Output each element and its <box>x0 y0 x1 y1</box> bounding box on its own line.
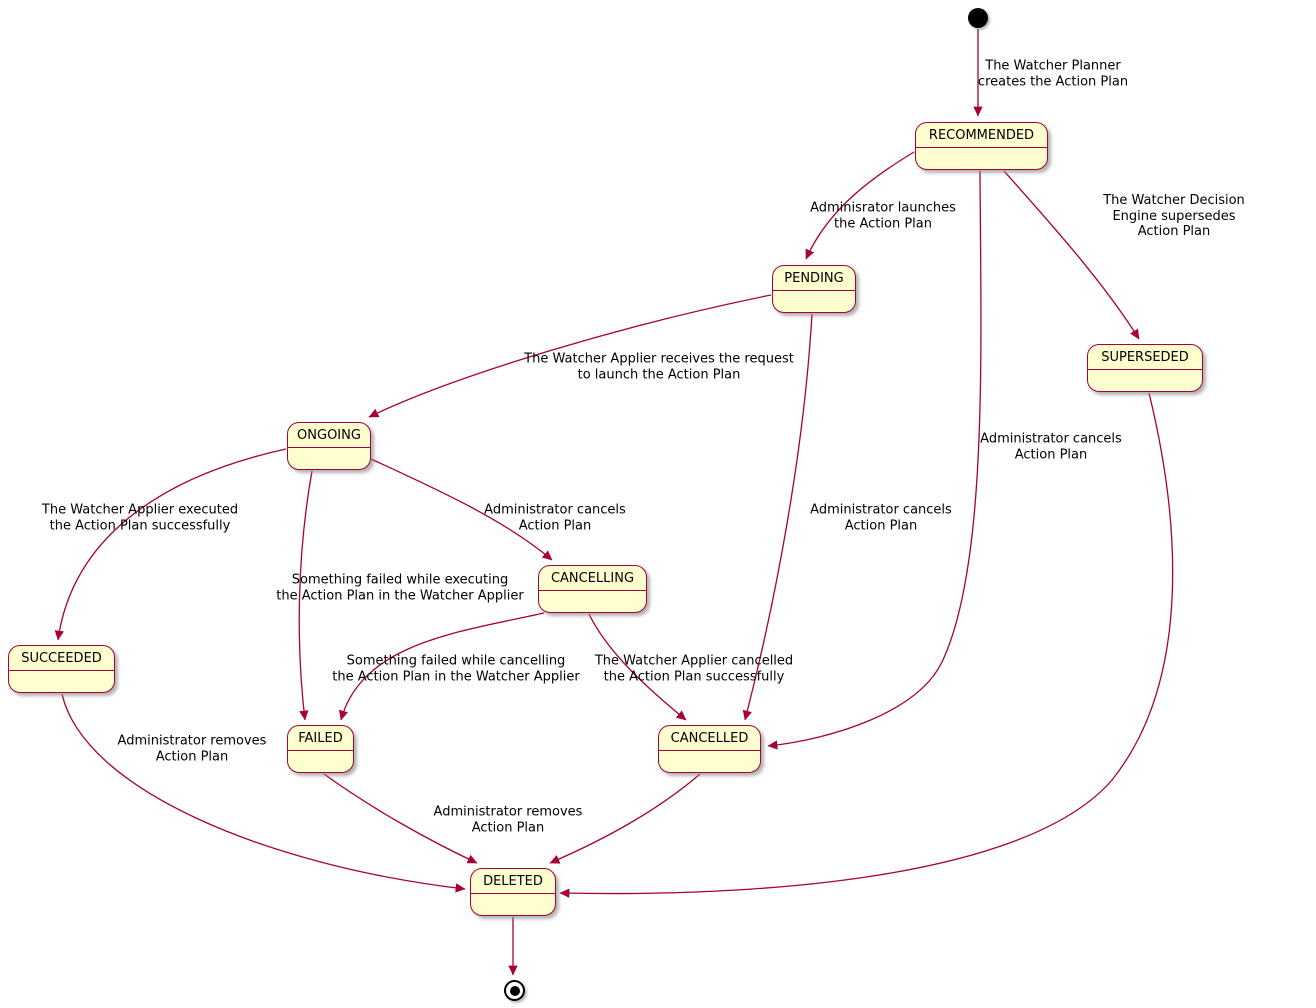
edge-cancelled-deleted <box>549 773 701 864</box>
state-succeeded-body <box>9 671 114 692</box>
edge-ongoing-succeeded <box>54 448 287 641</box>
edge-label-initial-recommended: The Watcher Planner creates the Action P… <box>977 58 1129 90</box>
edge-ongoing-cancelling <box>370 458 553 561</box>
state-cancelled-body <box>659 751 760 772</box>
state-succeeded: SUCCEEDED <box>8 645 115 693</box>
edge-ongoing-failed <box>298 470 313 721</box>
edge-label-cancelling-failed: Something failed while cancelling the Ac… <box>332 653 580 685</box>
state-superseded-label: SUPERSEDED <box>1088 345 1202 370</box>
state-failed-label: FAILED <box>288 726 353 751</box>
state-recommended: RECOMMENDED <box>915 122 1048 170</box>
state-ongoing-label: ONGOING <box>288 423 370 448</box>
edge-pending-cancelled <box>742 313 813 721</box>
edge-pending-ongoing <box>368 294 772 418</box>
edge-cancelling-failed <box>338 612 545 721</box>
state-pending-body <box>773 291 855 312</box>
initial-state-node <box>968 8 988 28</box>
edge-label-pending-ongoing: The Watcher Applier receives the request… <box>524 351 794 383</box>
edge-label-ongoing-succeeded: The Watcher Applier executed the Action … <box>41 502 239 534</box>
edge-superseded-deleted <box>559 392 1174 898</box>
state-cancelled: CANCELLED <box>658 725 761 773</box>
state-cancelling-label: CANCELLING <box>539 566 646 591</box>
edge-recommended-pending <box>805 151 915 260</box>
state-deleted-label: DELETED <box>471 869 555 894</box>
state-deleted-body <box>471 894 555 915</box>
edge-recommended-cancelled <box>767 170 982 750</box>
state-recommended-label: RECOMMENDED <box>916 123 1047 148</box>
edge-label-succeeded-deleted: Administrator removes Action Plan <box>117 733 267 765</box>
state-cancelling-body <box>539 591 646 612</box>
edge-label-ongoing-cancelling: Administrator cancels Action Plan <box>484 502 626 534</box>
state-recommended-body <box>916 148 1047 169</box>
state-superseded-body <box>1088 370 1202 391</box>
edge-label-recommended-superseded: The Watcher Decision Engine supersedes A… <box>1103 192 1245 239</box>
state-succeeded-label: SUCCEEDED <box>9 646 114 671</box>
state-cancelling: CANCELLING <box>538 565 647 613</box>
edge-recommended-superseded <box>1003 170 1140 340</box>
edge-failed-deleted <box>323 773 478 864</box>
state-cancelled-label: CANCELLED <box>659 726 760 751</box>
state-ongoing-body <box>288 448 370 469</box>
edge-cancelling-cancelled <box>588 613 687 721</box>
edge-label-failed-deleted: Administrator removes Action Plan <box>433 804 583 836</box>
final-state-node <box>504 980 525 1001</box>
state-pending: PENDING <box>772 265 856 313</box>
edge-label-pending-cancelled: Administrator cancels Action Plan <box>810 502 952 534</box>
edge-label-ongoing-failed: Something failed while executing the Act… <box>276 572 524 604</box>
state-pending-label: PENDING <box>773 266 855 291</box>
edge-succeeded-deleted <box>61 693 466 893</box>
state-superseded: SUPERSEDED <box>1087 344 1203 392</box>
edge-label-recommended-pending: Adminisrator launches the Action Plan <box>810 200 956 232</box>
edge-label-recommended-cancelled: Administrator cancels Action Plan <box>980 431 1122 463</box>
state-failed: FAILED <box>287 725 354 773</box>
state-deleted: DELETED <box>470 868 556 916</box>
state-failed-body <box>288 751 353 772</box>
edge-label-cancelling-cancelled: The Watcher Applier cancelled the Action… <box>594 653 794 685</box>
state-ongoing: ONGOING <box>287 422 371 470</box>
